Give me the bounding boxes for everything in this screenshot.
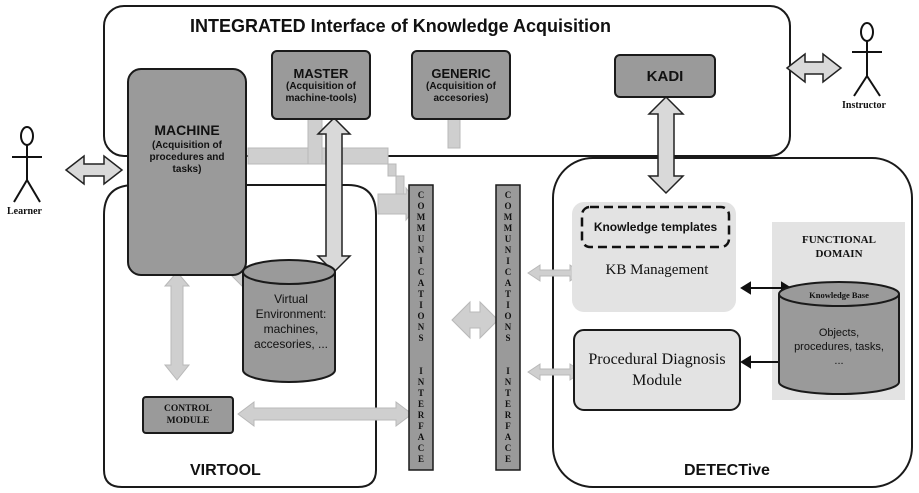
functional-domain-label: FUNCTIONAL DOMAIN (802, 234, 876, 260)
outlined-arrows (64, 52, 843, 274)
machine-subtitle: (Acquisition of procedures and tasks) (149, 140, 225, 175)
instructor-label: Instructor (842, 100, 886, 111)
arrow-kadi-templates (647, 95, 685, 195)
comm-bar-left-text-2: INTERFACE (416, 366, 426, 465)
knowledge-templates-box (580, 205, 731, 249)
knowledge-base-cylinder (778, 281, 900, 395)
flow-arrow-machine-control (163, 271, 191, 381)
control-module[interactable]: CONTROL MODULE (142, 396, 234, 434)
knowledge-base-label: Knowledge Base (809, 290, 869, 300)
comm-bar-right-text-2: INTERFACE (503, 366, 513, 465)
knowledge-templates-label: Knowledge templates (593, 220, 718, 234)
generic-title: GENERIC (431, 65, 491, 81)
master-subtitle: (Acquisition of machine-tools) (285, 80, 357, 104)
kb-link-head-2a (740, 355, 751, 369)
flow-arrow-comm-comm (451, 300, 499, 340)
comm-bar-right (495, 184, 521, 471)
procedural-label: Procedural Diagnosis Module (588, 351, 726, 389)
learner-figure-icon (12, 126, 42, 203)
comm-bar-left-text-1: COMMUNICATIONS (416, 190, 426, 344)
flow-arrow-from-generic (447, 117, 461, 149)
arrow-instructor (785, 52, 843, 84)
master-module[interactable]: MASTER (Acquisition of machine-tools) (271, 50, 371, 120)
machine-module[interactable]: MACHINE (Acquisition of procedures and t… (127, 68, 247, 276)
kb-contents-label: Objects, procedures, tasks, ... (794, 327, 884, 367)
virtool-label: VIRTOOL (190, 462, 261, 479)
arrow-learner-machine (64, 154, 124, 186)
kb-management-label: KB Management (605, 262, 709, 278)
integrated-title: INTEGRATED Interface of Knowledge Acquis… (190, 16, 612, 36)
control-module-label: CONTROL MODULE (163, 404, 213, 426)
flow-arrow-from-master (307, 117, 323, 165)
kb-link-head-1a (740, 281, 751, 295)
learner-label: Learner (7, 206, 42, 217)
kadi-module[interactable]: KADI (614, 54, 716, 98)
virtual-env-cylinder (242, 259, 336, 383)
master-title: MASTER (293, 65, 349, 81)
procedural-box (573, 329, 741, 411)
instructor-figure-icon (852, 22, 882, 97)
kadi-title: KADI (646, 67, 684, 85)
comm-bar-left (408, 184, 434, 471)
detective-label: DETECTive (684, 462, 770, 479)
virtual-env-label: Virtual Environment: machines, accesorie… (253, 292, 329, 351)
comm-bar-right-text-1: COMMUNICATIONS (503, 190, 513, 344)
generic-module[interactable]: GENERIC (Acquisition of accesories) (411, 50, 511, 120)
machine-title: MACHINE (154, 122, 220, 138)
generic-subtitle: (Acquisition of accesories) (426, 80, 496, 104)
